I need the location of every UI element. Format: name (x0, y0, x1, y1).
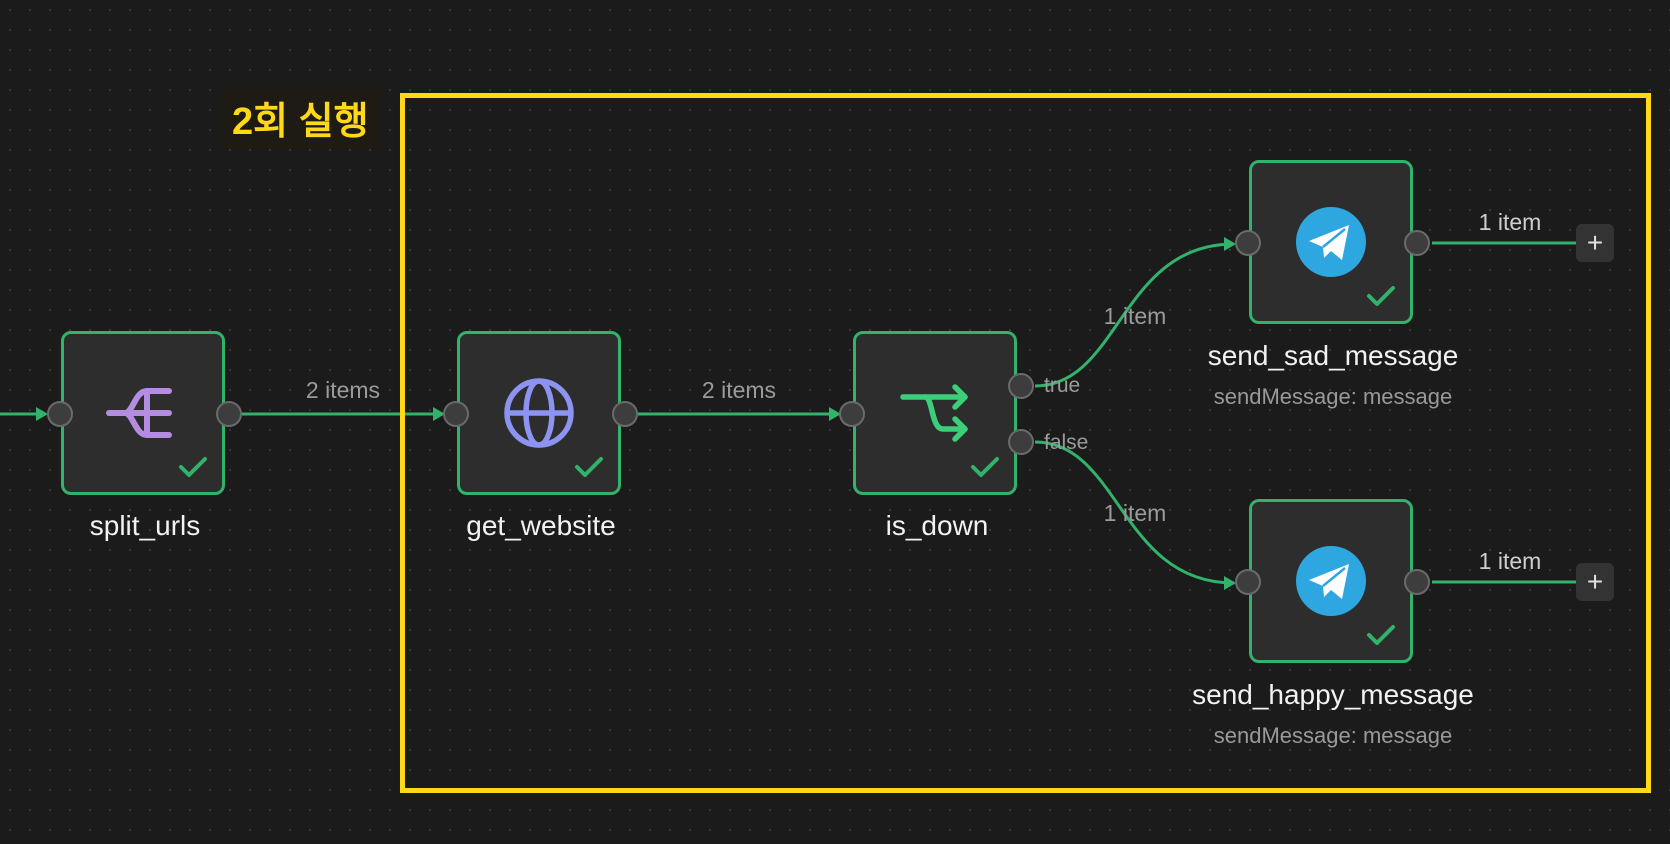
node-subtitle-send-happy-message: sendMessage: message (1213, 723, 1453, 748)
edge-label-happy-out: 1 item (1478, 548, 1542, 574)
node-title-split-urls: split_urls (89, 510, 201, 541)
send-sad-input-handle[interactable] (1235, 230, 1261, 256)
node-title-send-sad-message: send_sad_message (1207, 340, 1459, 371)
globe-icon (504, 378, 574, 448)
node-send-sad-message[interactable] (1249, 160, 1413, 324)
send-sad-output-handle[interactable] (1404, 230, 1430, 256)
edge-true-to-sad[interactable] (1034, 237, 1236, 388)
success-check-icon (971, 457, 999, 477)
success-check-icon (575, 457, 603, 477)
node-subtitle-send-sad-message: sendMessage: message (1213, 384, 1453, 409)
is-down-false-handle[interactable] (1008, 429, 1034, 455)
node-is-down[interactable] (853, 331, 1017, 495)
branch-label-false: false (1044, 431, 1089, 454)
send-happy-output-handle[interactable] (1404, 569, 1430, 595)
node-split-urls[interactable] (61, 331, 225, 495)
telegram-icon (1296, 207, 1366, 277)
success-check-icon (179, 457, 207, 477)
node-send-happy-message[interactable] (1249, 499, 1413, 663)
split-urls-output-handle[interactable] (216, 401, 242, 427)
edge-label-false-to-happy: 1 item (1103, 500, 1167, 526)
telegram-icon (1296, 546, 1366, 616)
if-branch-icon (900, 384, 968, 442)
edge-label-sad-out: 1 item (1478, 209, 1542, 235)
loop-group-label: 2회 실행 (222, 86, 379, 149)
edge-label-split-to-get: 2 items (305, 377, 381, 403)
node-get-website[interactable] (457, 331, 621, 495)
success-check-icon (1367, 625, 1395, 645)
branch-label-true: true (1044, 374, 1081, 397)
edge-false-to-happy[interactable] (1034, 440, 1236, 590)
send-happy-input-handle[interactable] (1235, 569, 1261, 595)
edge-label-get-to-is-down: 2 items (701, 377, 777, 403)
edge-label-true-to-sad: 1 item (1103, 303, 1167, 329)
get-website-input-handle[interactable] (443, 401, 469, 427)
add-node-button-sad[interactable]: + (1576, 224, 1614, 262)
get-website-output-handle[interactable] (612, 401, 638, 427)
loop-group-frame (400, 93, 1651, 793)
node-title-get-website: get_website (466, 510, 616, 541)
split-urls-input-handle[interactable] (47, 401, 73, 427)
split-out-icon (106, 388, 172, 438)
add-node-button-happy[interactable]: + (1576, 563, 1614, 601)
node-title-send-happy-message: send_happy_message (1192, 679, 1474, 710)
is-down-input-handle[interactable] (839, 401, 865, 427)
node-title-is-down: is_down (885, 510, 989, 541)
is-down-true-handle[interactable] (1008, 373, 1034, 399)
success-check-icon (1367, 286, 1395, 306)
